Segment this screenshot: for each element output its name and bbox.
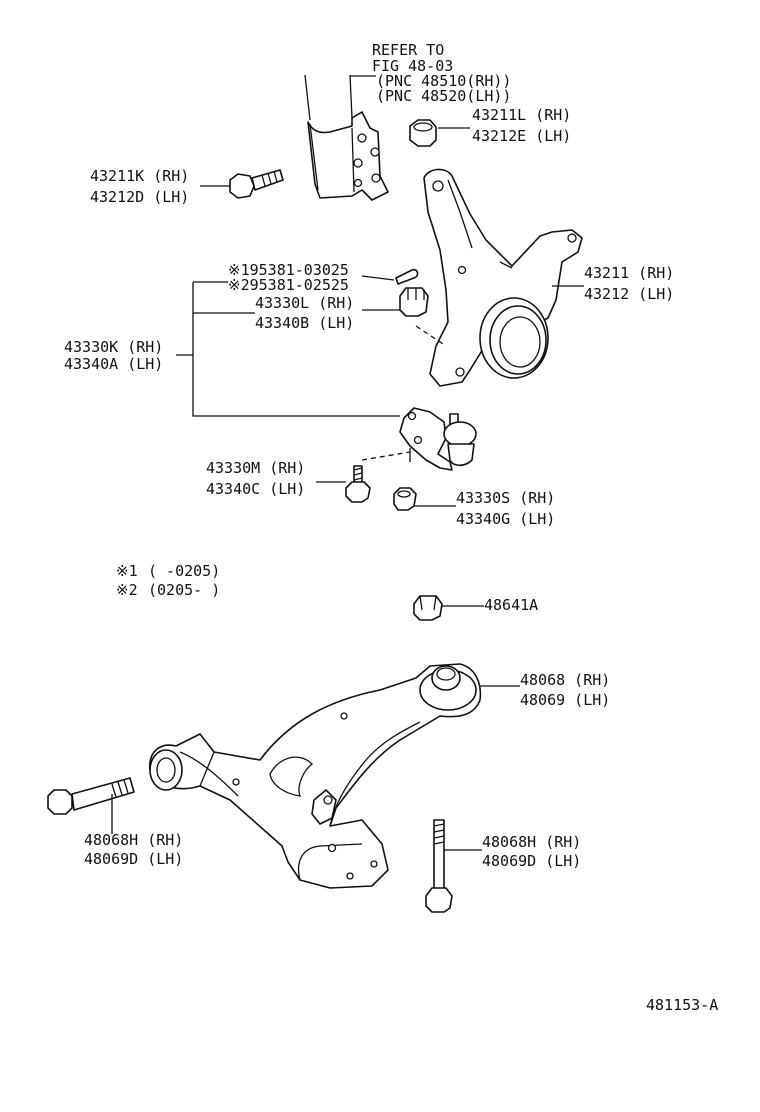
label-43330L: 43330L (RH) xyxy=(255,294,354,312)
knuckle-top-bolt xyxy=(200,169,284,199)
strut-reference-drawing xyxy=(304,74,389,201)
lower-control-arm xyxy=(149,663,520,889)
label-48069D-right: 48069D (LH) xyxy=(482,852,581,870)
refer-line-4: (PNC 48520(LH)) xyxy=(376,87,511,105)
label-43212: 43212 (LH) xyxy=(584,285,674,303)
label-43211: 43211 (RH) xyxy=(584,264,674,282)
ball-joint-small-nut xyxy=(393,487,456,511)
label-48641A: 48641A xyxy=(484,596,538,614)
label-43340B: 43340B (LH) xyxy=(255,314,354,332)
lower-ball-joint xyxy=(361,407,477,471)
label-43211K: 43211K (RH) xyxy=(90,167,189,185)
label-43340C: 43340C (LH) xyxy=(206,480,305,498)
note-2-mark: ※2 xyxy=(116,581,138,599)
ball-joint-callout-lines xyxy=(176,281,400,417)
lower-arm-nut xyxy=(413,595,484,621)
label-48068H-left: 48068H (RH) xyxy=(84,831,183,849)
refer-line-2: FIG 48-03 xyxy=(372,57,453,75)
label-43330M: 43330M (RH) xyxy=(206,459,305,477)
label-48069D-left: 48069D (LH) xyxy=(84,850,183,868)
knuckle-top-nut xyxy=(409,119,470,147)
refer-note: REFER TO FIG 48-03 (PNC 48510(RH)) (PNC … xyxy=(350,41,511,105)
lower-arm-front-bolt xyxy=(47,777,135,834)
date-range-notes: ※1 ( -0205) ※2 (0205- ) xyxy=(116,562,220,599)
label-48068H-right: 48068H (RH) xyxy=(482,833,581,851)
refer-line-3: (PNC 48510(RH)) xyxy=(376,72,511,90)
label-48069: 48069 (LH) xyxy=(520,691,610,709)
lower-arm-rear-bolt xyxy=(425,819,482,913)
figure-id: 481153-A xyxy=(646,996,718,1014)
label-43212E: 43212E (LH) xyxy=(472,127,571,145)
label-43340A: 43340A (LH) xyxy=(64,355,163,373)
note-1-mark: ※1 xyxy=(116,562,138,580)
label-43330K: 43330K (RH) xyxy=(64,338,163,356)
ball-joint-bolt xyxy=(316,465,371,503)
note-1-range: ( -0205) xyxy=(148,562,220,580)
label-43211L: 43211L (RH) xyxy=(472,106,571,124)
ball-joint-castle-nut xyxy=(362,287,429,317)
label-pin-1: ※195381-03025 xyxy=(228,261,349,279)
label-48068: 48068 (RH) xyxy=(520,671,610,689)
steering-knuckle xyxy=(415,168,584,387)
cotter-pin xyxy=(361,268,419,285)
label-pin-2: ※295381-02525 xyxy=(228,276,349,294)
refer-line-1: REFER TO xyxy=(372,41,444,59)
label-43330S: 43330S (RH) xyxy=(456,489,555,507)
label-43340G: 43340G (LH) xyxy=(456,510,555,528)
label-43212D: 43212D (LH) xyxy=(90,188,189,206)
note-2-range: (0205- ) xyxy=(148,581,220,599)
